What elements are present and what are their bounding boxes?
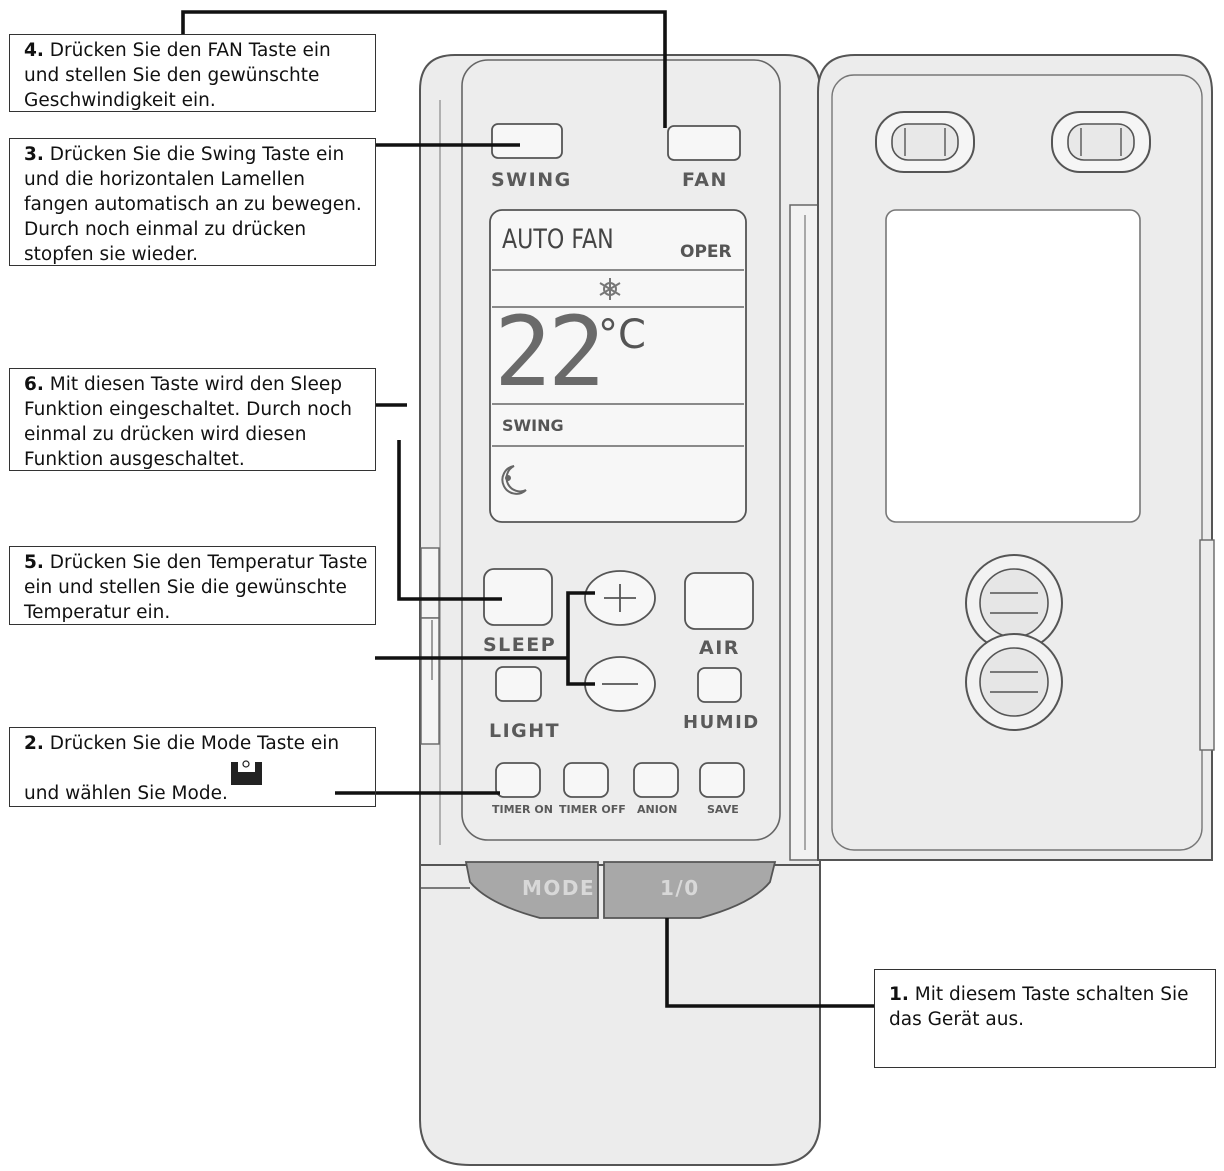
swing-button[interactable] — [491, 123, 563, 159]
callout-5-line-1: Drücken Sie den Temperatur Taste — [49, 552, 368, 573]
fan-button[interactable] — [667, 125, 741, 161]
callout-4-line-3: Geschwindigkeit ein. — [24, 90, 216, 111]
side-slider-upper — [420, 547, 440, 619]
callout-4-line-2: und stellen Sie den gewünschte — [24, 65, 320, 86]
lcd-temperature: 22 — [494, 296, 606, 408]
hinge-strip — [789, 204, 819, 861]
lcd-swing-text: SWING — [502, 416, 564, 435]
save-button[interactable] — [699, 762, 745, 798]
lcd-mode-text: AUTO FAN — [502, 224, 614, 255]
mode-pot-icon — [231, 760, 262, 785]
sleep-button[interactable] — [483, 568, 553, 626]
fan-label: FAN — [682, 169, 728, 191]
leader-sleep-b — [397, 440, 502, 601]
anion-button[interactable] — [633, 762, 679, 798]
callout-6-line-3: einmal zu drücken wird diesen — [24, 424, 307, 445]
callout-3-line-5: stopfen sie wieder. — [24, 244, 199, 265]
callout-5-line-3: Temperatur ein. — [24, 602, 171, 623]
callout-3-line-2: und die horizontalen Lamellen — [24, 169, 305, 190]
callout-4-fan: 4. Drücken Sie den FAN Taste ein und ste… — [9, 34, 376, 112]
callout-3-line-4: Durch noch einmal zu drücken — [24, 219, 307, 240]
callout-1-line-1: Mit diesem Taste schalten Sie — [914, 984, 1189, 1005]
swing-label: SWING — [491, 169, 572, 191]
power-button[interactable] — [603, 861, 777, 919]
callout-6-line-1: Mit diesen Taste wird den Sleep — [49, 374, 342, 395]
callout-5-number: 5. — [24, 552, 44, 573]
callout-6-sleep: 6. Mit diesen Taste wird den Sleep Funkt… — [9, 368, 376, 471]
mode-button[interactable] — [464, 861, 599, 919]
callout-4-line-1: Drücken Sie den FAN Taste ein — [49, 40, 331, 61]
save-label: SAVE — [707, 803, 739, 816]
callout-5-line-2: ein und stellen Sie die gewünschte — [24, 577, 347, 598]
leader-temp-b — [566, 591, 595, 686]
sleep-moon-icon — [501, 465, 527, 495]
callout-3-line-3: fangen automatisch an zu bewegen. — [24, 194, 362, 215]
timer-on-button[interactable] — [495, 762, 541, 798]
power-label: 1/0 — [660, 876, 700, 900]
humid-label: HUMID — [683, 712, 760, 733]
timer-on-label: TIMER ON — [492, 803, 553, 816]
cover-window — [885, 209, 1141, 523]
cover-inner-panel — [831, 74, 1203, 851]
callout-2-line-3: und wählen Sie Mode. — [24, 783, 228, 804]
anion-label: ANION — [637, 803, 678, 816]
cover-clip-right — [1051, 111, 1151, 173]
air-button[interactable] — [684, 572, 754, 630]
callout-2-mode: 2. Drücken Sie die Mode Taste ein und wä… — [9, 727, 376, 807]
timer-off-button[interactable] — [563, 762, 609, 798]
humid-button[interactable] — [697, 667, 742, 703]
cover-clip-left — [875, 111, 975, 173]
lcd-display — [489, 209, 747, 523]
callout-2-number: 2. — [24, 733, 44, 754]
sleep-label: SLEEP — [483, 634, 557, 656]
callout-2-line-2 — [24, 756, 367, 781]
leader-lines — [181, 10, 874, 1008]
light-button[interactable] — [495, 666, 542, 702]
callout-2-line-1: Drücken Sie die Mode Taste ein — [49, 733, 340, 754]
callout-1-line-2: das Gerät aus. — [889, 1009, 1024, 1030]
callout-5-temperature: 5. Drücken Sie den Temperatur Taste ein … — [9, 546, 376, 625]
cover-side-tab — [1199, 539, 1215, 751]
cover-latch-lower — [965, 633, 1063, 731]
leader-fan — [181, 10, 667, 128]
callout-6-line-4: Funktion ausgeschaltet. — [24, 449, 245, 470]
snowflake-icon — [599, 278, 621, 300]
callout-4-number: 4. — [24, 40, 44, 61]
callout-6-number: 6. — [24, 374, 44, 395]
light-label: LIGHT — [489, 720, 561, 742]
air-label: AIR — [699, 637, 740, 659]
callout-1-power: 1. Mit diesem Taste schalten Sie das Ger… — [874, 969, 1216, 1068]
cover-latch-upper — [965, 554, 1063, 652]
lcd-oper-text: OPER — [680, 242, 732, 262]
callout-6-line-2: Funktion eingeschaltet. Durch noch — [24, 399, 353, 420]
callout-3-line-1: Drücken Sie die Swing Taste ein — [49, 144, 345, 165]
callout-3-swing: 3. Drücken Sie die Swing Taste ein und d… — [9, 138, 376, 266]
side-slider-lower — [420, 617, 440, 745]
lcd-unit: °C — [598, 312, 646, 358]
leader-power — [665, 918, 874, 1008]
mode-label: MODE — [522, 876, 596, 900]
temp-plus-button[interactable] — [584, 570, 656, 626]
callout-1-number: 1. — [889, 984, 909, 1005]
callout-3-number: 3. — [24, 144, 44, 165]
remote-handle — [419, 859, 821, 1166]
temp-minus-button[interactable] — [584, 656, 656, 712]
timer-off-label: TIMER OFF — [559, 803, 626, 816]
